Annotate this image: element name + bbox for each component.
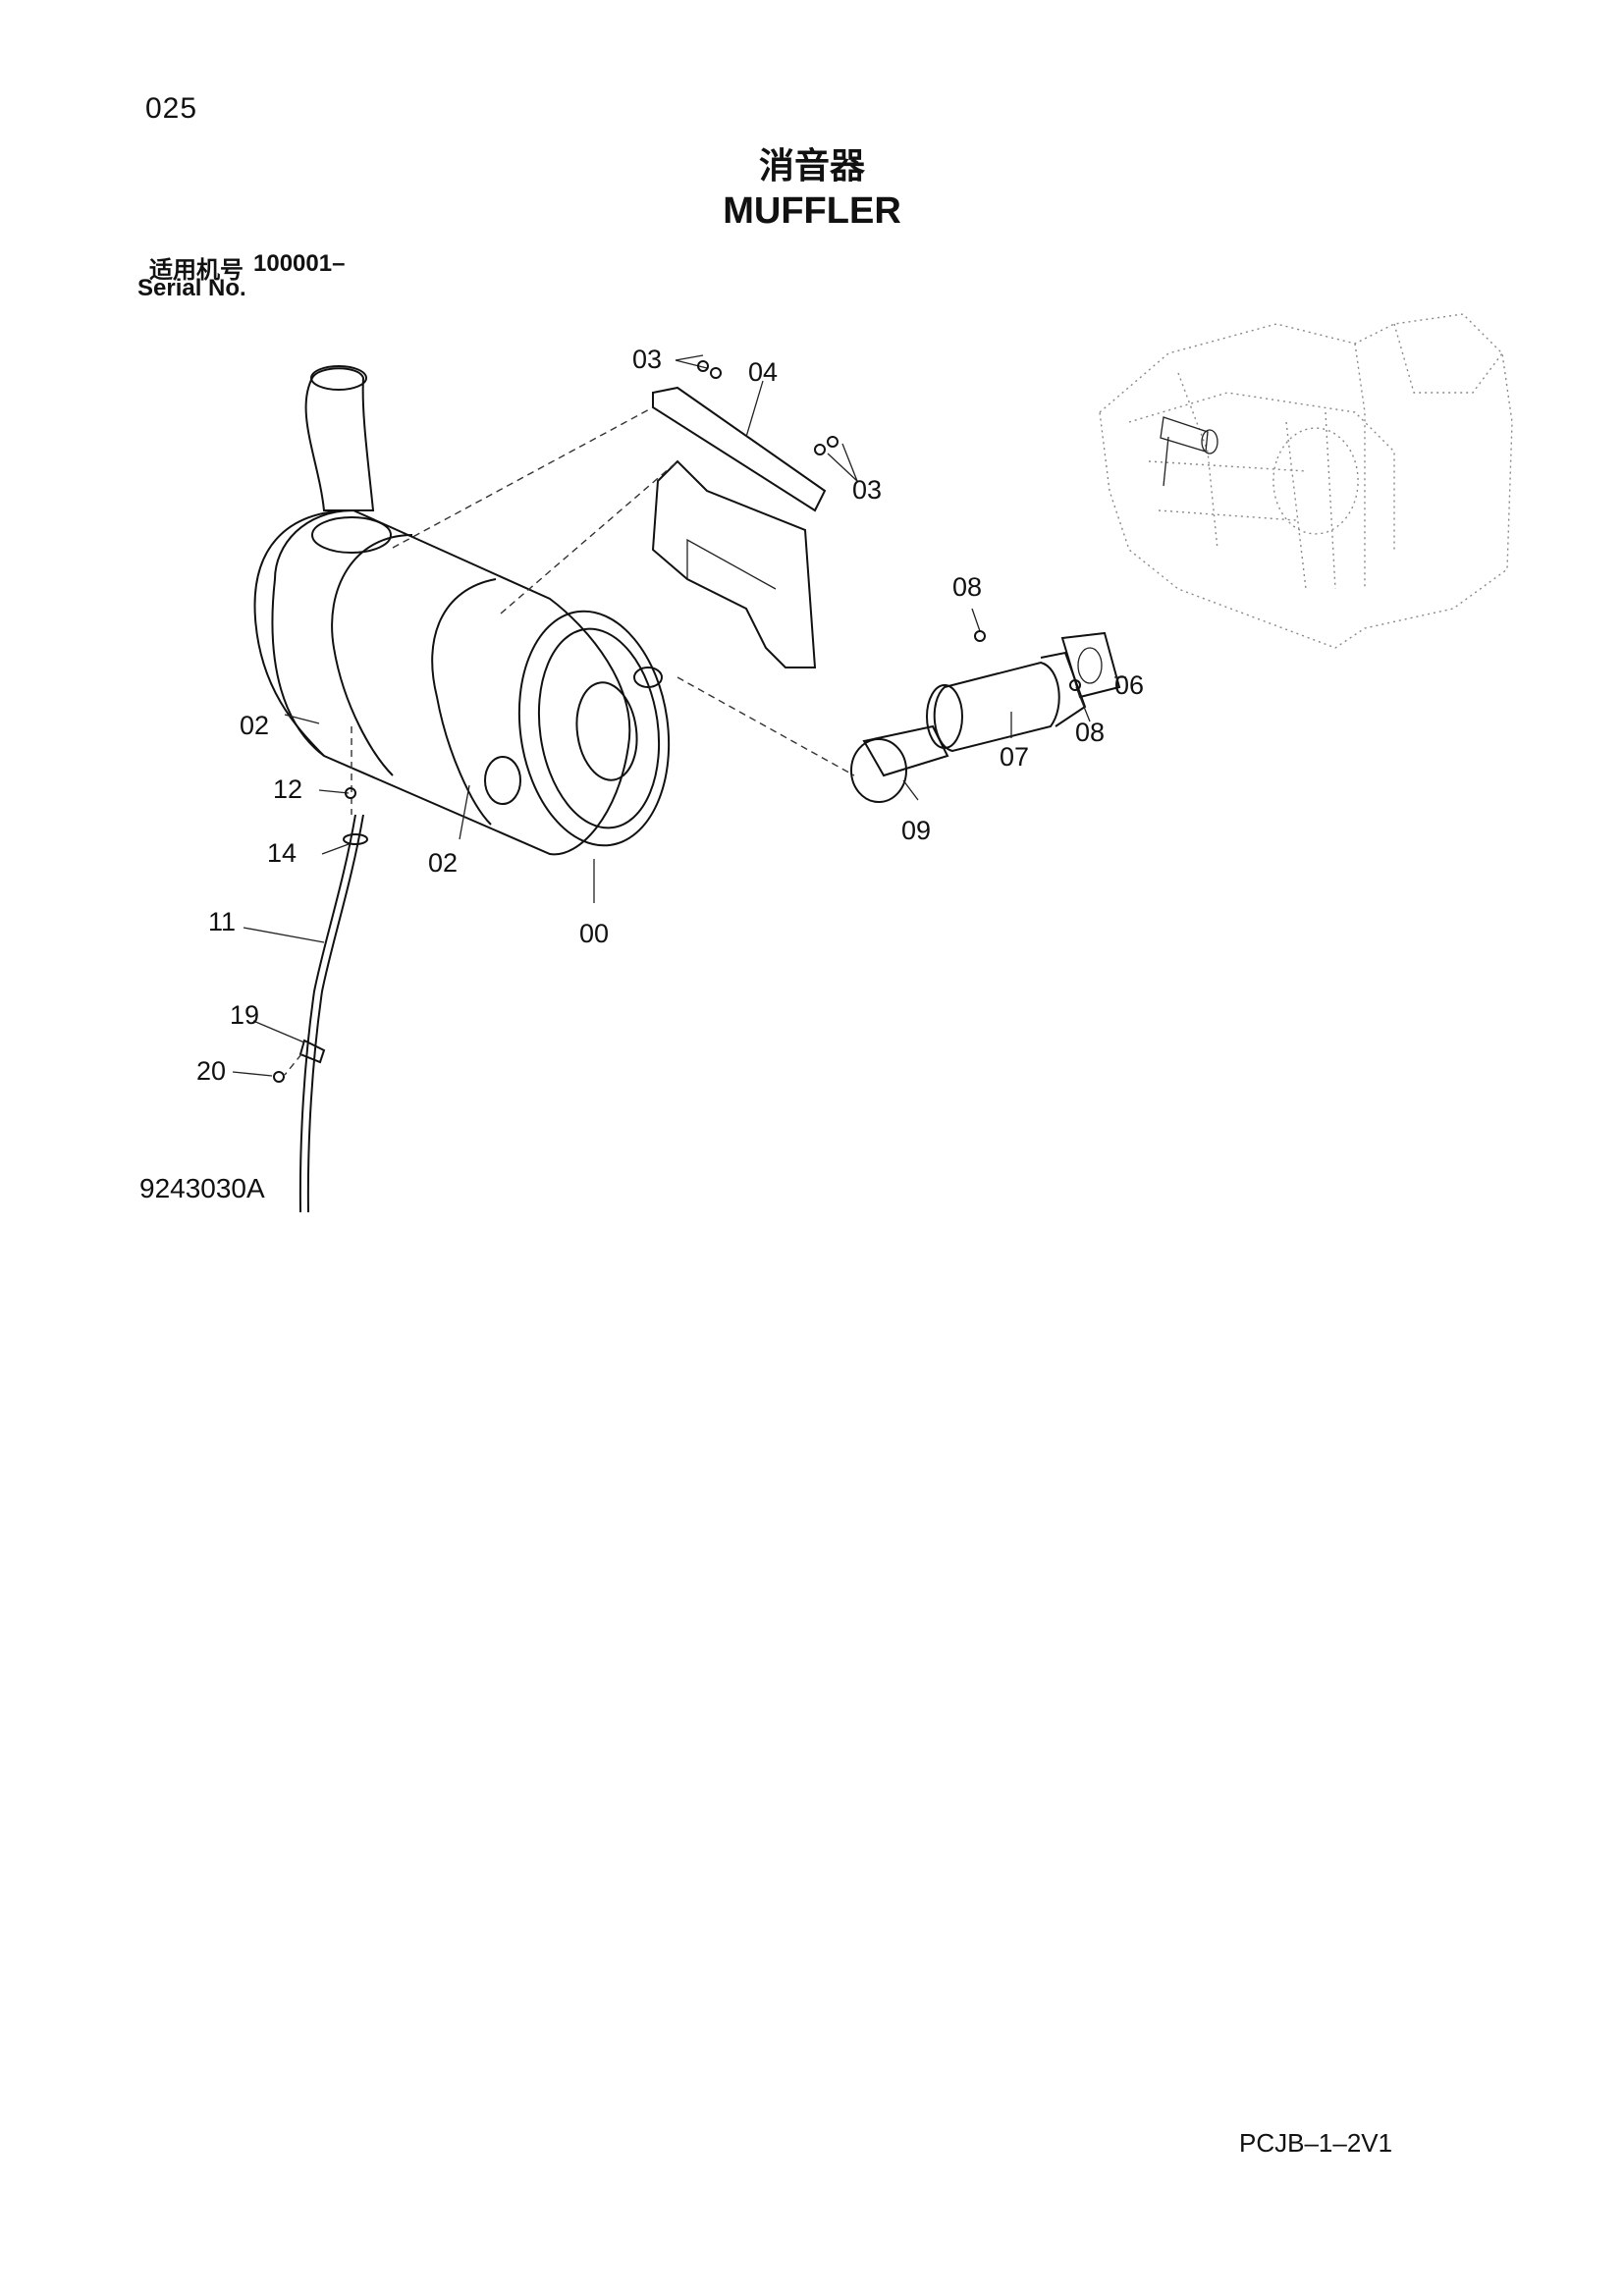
callout-11: 11: [208, 907, 236, 936]
document-code: PCJB–1–2V1: [1239, 2128, 1393, 2158]
callout-06: 06: [1114, 670, 1144, 700]
callout-19: 19: [230, 1000, 259, 1030]
callout-09: 09: [901, 816, 931, 845]
serial-label: Serial No.: [137, 275, 246, 301]
hardware-fasteners: [345, 360, 1081, 799]
callout-07: 07: [1000, 742, 1029, 772]
page-number: 025: [145, 92, 198, 125]
callout-02: 02: [240, 711, 269, 740]
exhaust-pipe-assembly: [850, 631, 1121, 803]
callout-14: 14: [267, 838, 297, 868]
callout-12: 12: [273, 774, 302, 804]
excavator-locator-illustration: [1099, 313, 1513, 649]
callout-20: 20: [196, 1056, 226, 1086]
serial-label-chinese: 适用机号: [149, 256, 244, 284]
assembly-lines: [284, 406, 855, 1076]
muffler-exploded-diagram: 03 04 03 08 06 08 07 09 02 02 00 12 14 1…: [196, 313, 1513, 1213]
drain-hose: [273, 814, 368, 1213]
callout-08: 08: [1075, 718, 1105, 747]
drawing-number: 9243030A: [139, 1173, 265, 1203]
page-title-chinese: 消音器: [758, 146, 865, 187]
callout-03: 03: [632, 345, 662, 374]
callout-04: 04: [748, 357, 778, 387]
muffler-body: [253, 508, 671, 856]
tail-pipe: [304, 365, 392, 554]
muffler-bracket: [651, 386, 827, 668]
serial-number-value: 100001–: [253, 250, 346, 277]
callout-03: 03: [852, 475, 882, 505]
callout-00: 00: [579, 919, 609, 948]
page-title: MUFFLER: [723, 190, 901, 232]
callout-02: 02: [428, 848, 458, 878]
leader-lines: [232, 354, 1126, 1077]
callout-labels: 03 04 03 08 06 08 07 09 02 02 00 12 14 1…: [196, 345, 1144, 1086]
callout-08: 08: [952, 572, 982, 602]
